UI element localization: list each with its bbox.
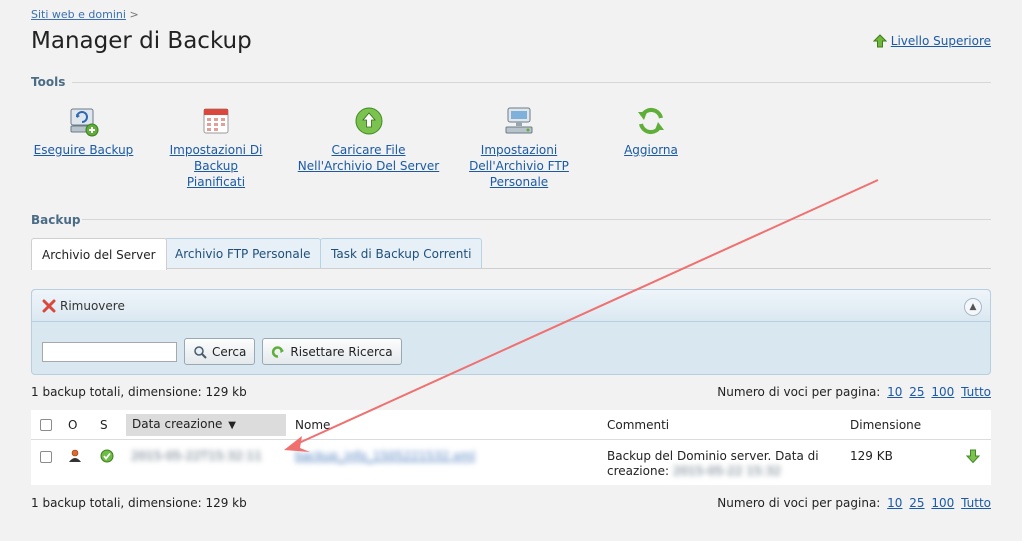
calendar-icon [203, 108, 229, 134]
magnifier-icon [194, 345, 207, 359]
tool-label[interactable]: Aggiorna [624, 143, 678, 157]
table-row: 2015-05-22T15:32:11 backup_info_15052215… [31, 441, 991, 485]
tool-label[interactable]: Impostazioni Di Backup [169, 143, 263, 173]
reset-button-label: Risettare Ricerca [290, 344, 393, 359]
chevron-up-icon: ▲ [969, 302, 977, 312]
section-title-tools: Tools [31, 75, 66, 89]
arrow-up-icon [872, 34, 887, 48]
tool-label[interactable]: Pianificati [186, 175, 246, 189]
row-comment-date: 2015-05-22 15:32 [672, 464, 781, 478]
server-add-icon [70, 108, 98, 137]
section-title-backup: Backup [31, 213, 81, 227]
row-comment: Backup del Dominio server. Data di creaz… [607, 449, 827, 479]
search-button[interactable]: Cerca [184, 338, 256, 365]
action-panel: Rimuovere ▲ Cerca Risettare Ricerca [31, 289, 991, 375]
per-page-25[interactable]: 25 [909, 496, 925, 510]
tab-current-tasks[interactable]: Task di Backup Correnti [320, 238, 483, 269]
breadcrumb-separator: > [129, 8, 139, 21]
per-page-100[interactable]: 100 [931, 496, 955, 510]
search-input[interactable] [42, 341, 177, 362]
row-name-link[interactable]: backup_info_1505221532.xml [295, 449, 476, 463]
row-date: 2015-05-22T15:32:11 [131, 449, 262, 463]
col-header-size[interactable]: Dimensione [850, 418, 922, 432]
panel-header: Rimuovere [32, 290, 990, 322]
section-divider [72, 82, 991, 83]
tool-upload-file[interactable]: Caricare File Nell'Archivio Del Server [296, 104, 441, 174]
tool-label[interactable]: Impostazioni [480, 143, 558, 157]
chevron-down-icon: ▼ [228, 420, 236, 431]
tool-run-backup[interactable]: Eseguire Backup [31, 104, 136, 158]
breadcrumb: Siti web e domini > [31, 8, 139, 21]
remove-label: Rimuovere [60, 298, 125, 313]
per-page-top: Numero di voci per pagina: 10 25 100 Tut… [717, 385, 991, 399]
col-header-o: O [68, 418, 78, 432]
status-ok-icon [100, 449, 114, 467]
col-header-name[interactable]: Nome [295, 418, 331, 432]
download-icon[interactable] [965, 448, 981, 468]
page-title: Manager di Backup [31, 28, 252, 54]
summary-bottom: 1 backup totali, dimensione: 129 kb [31, 496, 247, 510]
tool-label[interactable]: Caricare File [331, 143, 406, 157]
row-comment-prefix: creazione: [607, 464, 670, 478]
search-button-label: Cerca [212, 344, 247, 359]
row-checkbox[interactable] [40, 451, 52, 463]
per-page-all[interactable]: Tutto [961, 385, 991, 399]
per-page-all[interactable]: Tutto [961, 496, 991, 510]
upload-icon [355, 107, 382, 135]
remove-x-icon [42, 299, 56, 312]
per-page-label: Numero di voci per pagina: [717, 496, 881, 510]
tab-server-archive[interactable]: Archivio del Server [31, 238, 167, 270]
tool-label[interactable]: Eseguire Backup [33, 143, 134, 157]
tool-ftp-settings[interactable]: Impostazioni Dell'Archivio FTP Personale [464, 104, 574, 190]
per-page-bottom: Numero di voci per pagina: 10 25 100 Tut… [717, 496, 991, 510]
backup-table: O S Data creazione ▼ Nome Commenti Dimen… [31, 410, 991, 485]
user-icon [68, 449, 82, 467]
reset-search-button[interactable]: Risettare Ricerca [262, 338, 402, 365]
tools-bar: Eseguire Backup Impostazioni Di Backup P… [31, 104, 991, 194]
per-page-label: Numero di voci per pagina: [717, 385, 881, 399]
per-page-100[interactable]: 100 [931, 385, 955, 399]
per-page-25[interactable]: 25 [909, 385, 925, 399]
reset-icon [272, 345, 285, 358]
tabs-divider [31, 268, 991, 269]
tool-scheduled-backup[interactable]: Impostazioni Di Backup Pianificati [146, 104, 286, 190]
table-header: O S Data creazione ▼ Nome Commenti Dimen… [31, 410, 991, 440]
tool-label[interactable]: Nell'Archivio Del Server [297, 159, 440, 173]
search-row: Cerca Risettare Ricerca [42, 338, 402, 365]
col-header-comments[interactable]: Commenti [607, 418, 670, 432]
summary-top: 1 backup totali, dimensione: 129 kb [31, 385, 247, 399]
per-page-10[interactable]: 10 [887, 496, 903, 510]
col-header-date[interactable]: Data creazione ▼ [126, 414, 286, 436]
remove-button[interactable]: Rimuovere [42, 299, 125, 313]
ftp-server-icon [505, 107, 533, 134]
row-comment-line: Backup del Dominio server. Data di [607, 449, 819, 463]
up-level-label[interactable]: Livello Superiore [890, 34, 991, 48]
refresh-icon [638, 107, 664, 135]
tool-label[interactable]: Personale [489, 175, 549, 189]
tab-ftp-archive[interactable]: Archivio FTP Personale [164, 238, 322, 269]
breadcrumb-link-siti[interactable]: Siti web e domini [31, 8, 126, 21]
tool-label[interactable]: Dell'Archivio FTP [469, 159, 569, 173]
select-all-checkbox[interactable] [40, 419, 52, 431]
section-divider [82, 219, 991, 220]
up-level-link[interactable]: Livello Superiore [872, 34, 991, 48]
col-header-date-label: Data creazione [132, 417, 223, 431]
per-page-10[interactable]: 10 [887, 385, 903, 399]
collapse-button[interactable]: ▲ [964, 298, 982, 316]
row-size: 129 KB [850, 449, 893, 463]
col-header-s: S [100, 418, 108, 432]
tab-bar: Archivio del Server Archivio FTP Persona… [31, 238, 991, 270]
tool-refresh[interactable]: Aggiorna [616, 104, 686, 158]
